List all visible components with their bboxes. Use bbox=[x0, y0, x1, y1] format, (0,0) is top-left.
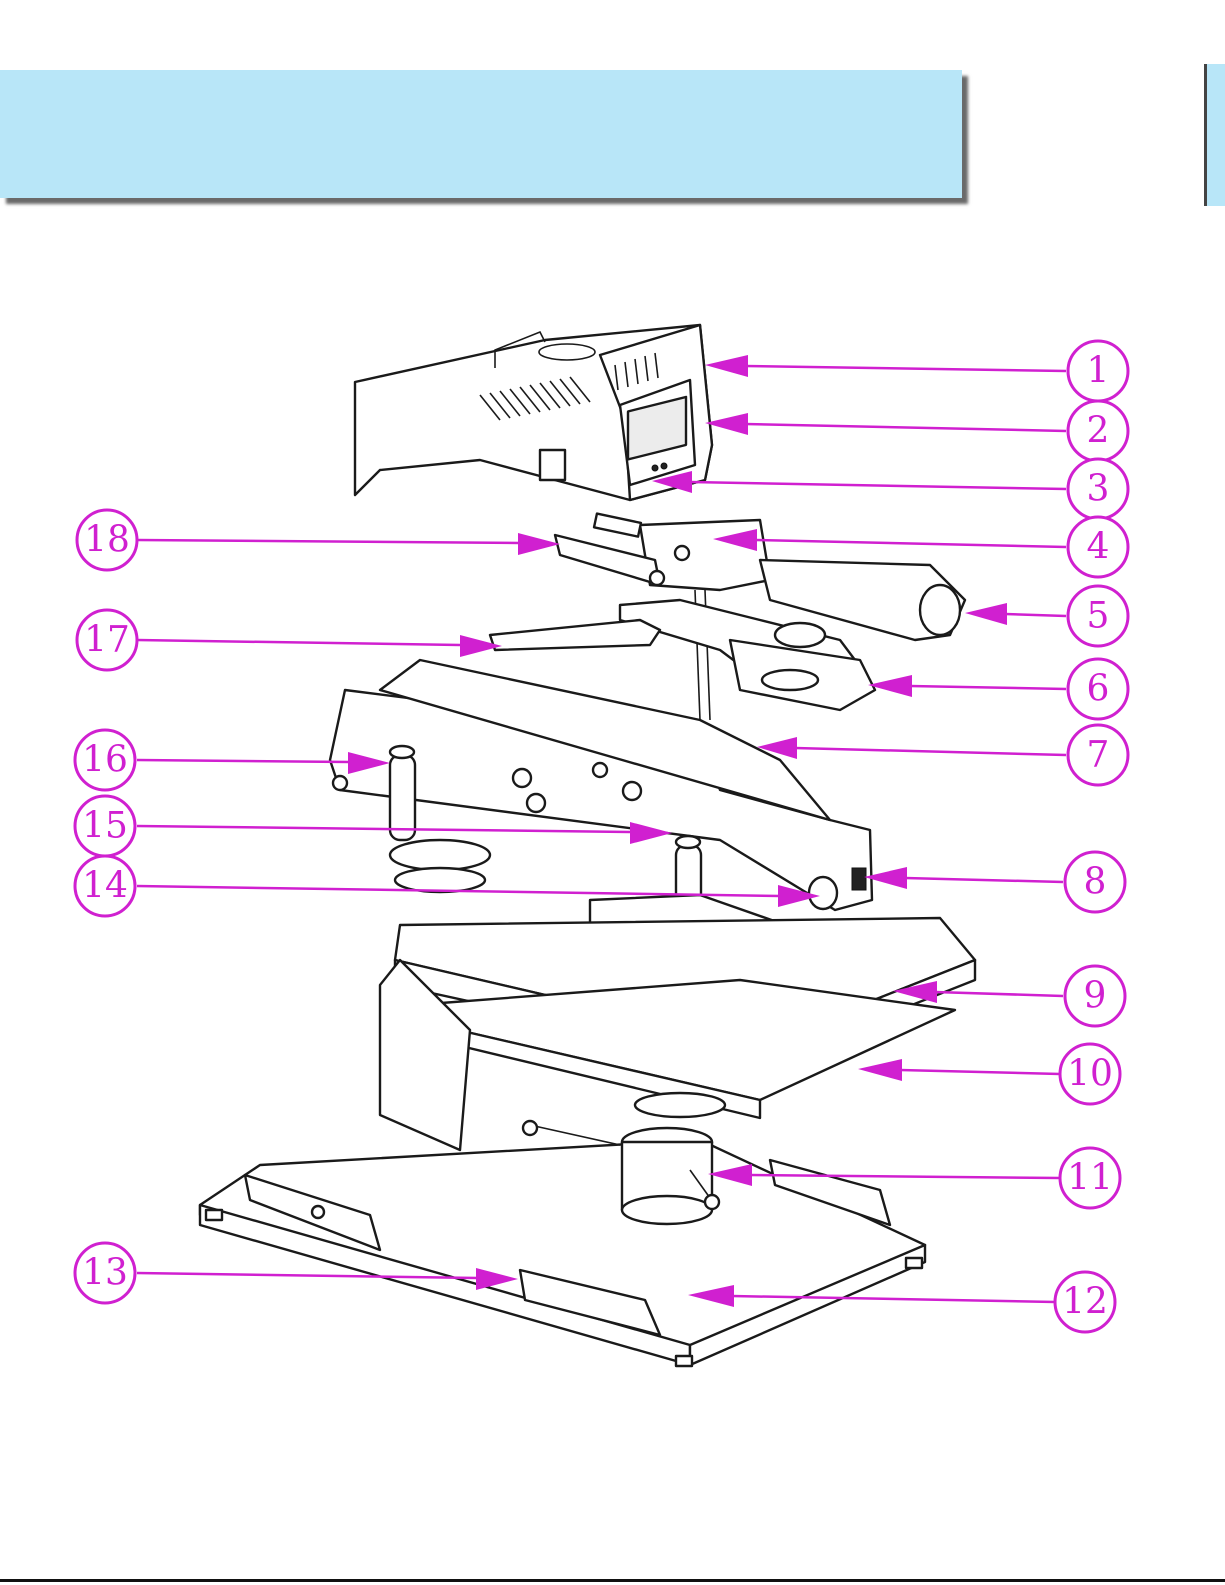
callout-12: 12 bbox=[1055, 1272, 1115, 1332]
svg-text:2: 2 bbox=[1087, 411, 1110, 452]
top-housing-cover bbox=[355, 325, 712, 500]
arrow-6 bbox=[868, 675, 912, 697]
svg-text:6: 6 bbox=[1087, 669, 1110, 710]
svg-text:1: 1 bbox=[1087, 351, 1110, 392]
callout-17: 17 bbox=[77, 610, 137, 670]
leader-9 bbox=[935, 992, 1063, 996]
callout-18: 18 bbox=[77, 510, 137, 570]
svg-text:8: 8 bbox=[1084, 862, 1107, 903]
svg-text:18: 18 bbox=[84, 520, 130, 561]
svg-text:12: 12 bbox=[1062, 1282, 1108, 1323]
callout-11: 11 bbox=[1060, 1148, 1120, 1208]
leader-1 bbox=[745, 366, 1066, 371]
leader-8 bbox=[905, 878, 1063, 882]
svg-text:5: 5 bbox=[1087, 596, 1110, 637]
arrow-18 bbox=[518, 533, 560, 555]
callout-1: 1 bbox=[1068, 341, 1128, 401]
svg-text:3: 3 bbox=[1087, 469, 1110, 510]
svg-text:11: 11 bbox=[1067, 1158, 1113, 1199]
svg-text:16: 16 bbox=[82, 740, 128, 781]
svg-text:15: 15 bbox=[82, 806, 128, 847]
svg-text:10: 10 bbox=[1067, 1054, 1113, 1095]
callout-14: 14 bbox=[75, 856, 135, 916]
leader-15 bbox=[137, 826, 630, 832]
leader-5 bbox=[1005, 614, 1066, 616]
leader-4 bbox=[755, 540, 1066, 547]
svg-text:7: 7 bbox=[1087, 735, 1110, 776]
leader-6 bbox=[910, 686, 1066, 689]
svg-text:14: 14 bbox=[82, 866, 128, 907]
leader-3 bbox=[690, 482, 1066, 489]
svg-text:9: 9 bbox=[1084, 976, 1107, 1017]
callout-2: 2 bbox=[1068, 401, 1128, 461]
leader-2 bbox=[745, 424, 1066, 431]
arrow-10 bbox=[858, 1059, 902, 1081]
callout-4: 4 bbox=[1068, 517, 1128, 577]
leader-7 bbox=[795, 748, 1066, 755]
callout-7: 7 bbox=[1068, 725, 1128, 785]
bottom-rule bbox=[0, 1579, 1225, 1582]
callout-8: 8 bbox=[1065, 852, 1125, 912]
arrow-5 bbox=[965, 603, 1007, 625]
callout-9: 9 bbox=[1065, 966, 1125, 1026]
svg-text:13: 13 bbox=[82, 1253, 128, 1294]
callout-13: 13 bbox=[75, 1243, 135, 1303]
arrow-1 bbox=[705, 355, 748, 377]
callout-15: 15 bbox=[75, 796, 135, 856]
leader-16 bbox=[137, 760, 350, 762]
leader-17 bbox=[137, 640, 460, 645]
callout-10: 10 bbox=[1060, 1044, 1120, 1104]
leader-10 bbox=[900, 1070, 1060, 1074]
callout-3: 3 bbox=[1068, 459, 1128, 519]
callout-16: 16 bbox=[75, 730, 135, 790]
lower-platen-assembly bbox=[395, 918, 975, 1118]
callout-6: 6 bbox=[1068, 659, 1128, 719]
svg-text:17: 17 bbox=[84, 620, 130, 661]
leader-18 bbox=[137, 540, 520, 543]
svg-text:4: 4 bbox=[1087, 527, 1110, 568]
callout-5: 5 bbox=[1068, 586, 1128, 646]
